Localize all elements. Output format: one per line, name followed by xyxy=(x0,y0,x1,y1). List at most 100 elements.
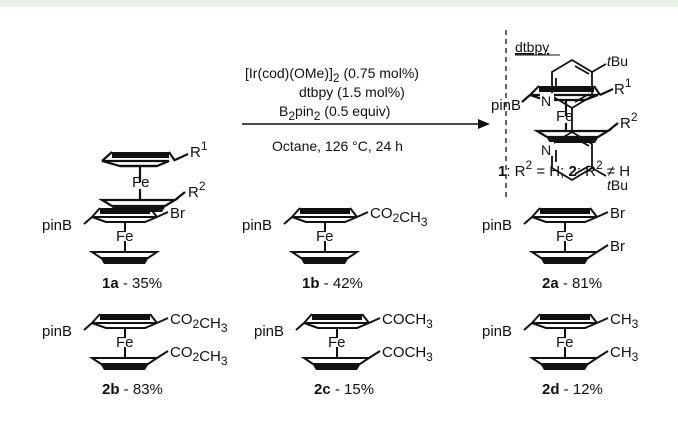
pinb-label: pinB xyxy=(482,217,512,234)
bond-sub-top xyxy=(156,317,169,324)
substituent-top: CH3 xyxy=(610,311,639,331)
dtbpy-structure xyxy=(551,58,607,182)
cp-top-ring xyxy=(531,216,598,223)
cp-top-ring xyxy=(531,322,598,329)
bond-sub-top xyxy=(356,211,369,218)
compound-label: 2d - 12% xyxy=(542,381,603,398)
cp-top-ring xyxy=(91,322,158,329)
substituent-top: Br xyxy=(610,205,625,222)
ligand-n-upper: N xyxy=(541,93,551,109)
condition-catalyst: [Ir(cod)(OMe)]2 (0.75 mol%) xyxy=(245,65,419,85)
cp-bottom-ring xyxy=(88,251,161,259)
cp-top-edge xyxy=(149,313,158,324)
cp-top-edge xyxy=(589,207,598,218)
cp-bottom-ring xyxy=(300,357,373,365)
fe-label: Fe xyxy=(556,334,574,351)
bond-sub-top xyxy=(596,211,609,218)
compound-label: 1b - 42% xyxy=(302,275,363,292)
bond-b xyxy=(83,322,93,331)
ligand-title: dtbpy xyxy=(515,39,549,55)
fe-label: Fe xyxy=(328,334,346,351)
substituent-top: COCH3 xyxy=(382,311,433,331)
cp-bottom-ring xyxy=(88,357,161,365)
ligand-tbu-lower: tBu xyxy=(607,177,628,193)
cp-bottom-fill xyxy=(101,365,148,370)
n-mask-upper xyxy=(540,93,554,107)
substituent-top: CO2CH3 xyxy=(170,311,228,335)
substituent-bottom: CH3 xyxy=(610,344,639,364)
bond-b xyxy=(295,322,305,331)
cp-top-edge xyxy=(91,313,101,324)
substituent-bottom: Br xyxy=(610,238,625,255)
product-r1: R1 xyxy=(614,76,632,98)
substituent-top: Br xyxy=(170,205,185,222)
ligand-n-lower: N xyxy=(541,142,551,158)
cp-top-edge xyxy=(149,207,158,218)
bond-b xyxy=(83,216,93,225)
cp-bottom-ring xyxy=(528,357,601,365)
condition-boron: B2pin2 (0.5 equiv) xyxy=(279,103,390,123)
product-fe: Fe xyxy=(556,108,574,125)
pinb-label: pinB xyxy=(242,217,272,234)
cp-bottom-ring xyxy=(288,251,361,259)
cp-top-edge xyxy=(589,313,598,324)
cp-top-fill xyxy=(540,314,590,320)
cp-top-edge xyxy=(361,313,370,324)
reaction-arrow xyxy=(242,119,490,129)
fe-label: Fe xyxy=(556,228,574,245)
cp-top-fill xyxy=(100,208,150,214)
cp-top-edge xyxy=(349,207,358,218)
reactant-r2: R2 xyxy=(188,179,206,201)
pinb-label: pinB xyxy=(482,323,512,340)
pinb-label: pinB xyxy=(42,217,72,234)
bond-b xyxy=(523,322,533,331)
fe-label: Fe xyxy=(116,334,134,351)
compound-1b: pinB Fe CO2CH3 1b - 42% xyxy=(242,205,428,292)
pinb-label: pinB xyxy=(42,323,72,340)
cp-top-ring xyxy=(291,216,358,223)
bond-sub-bottom xyxy=(596,350,609,359)
compound-label: 2a - 81% xyxy=(542,275,602,292)
cp-top-fill xyxy=(312,314,362,320)
reactant-fe: Fe xyxy=(132,174,150,191)
cp-bottom-fill xyxy=(301,259,348,264)
cp-top-edge xyxy=(303,313,313,324)
reactant-r1: R1 xyxy=(190,139,208,161)
cp-bottom-ring xyxy=(528,251,601,259)
n-mask-lower xyxy=(540,142,554,156)
compound-label: 2b - 83% xyxy=(102,381,163,398)
cp-top-edge xyxy=(91,207,101,218)
cp-top-ring xyxy=(91,216,158,223)
bond-sub-bottom xyxy=(368,350,381,359)
condition-ligand: dtbpy (1.5 mol%) xyxy=(299,84,405,100)
cp-top-fill xyxy=(540,208,590,214)
bond-sub-top xyxy=(368,317,381,324)
cp-top-fill xyxy=(100,314,150,320)
pinb-label: pinB xyxy=(254,323,284,340)
bond-b xyxy=(283,216,293,225)
cp-bottom-fill xyxy=(541,259,588,264)
cp-top-edge xyxy=(291,207,301,218)
ligand-tbu-upper: tBu xyxy=(607,53,628,69)
compound-label: 2c - 15% xyxy=(314,381,374,398)
cp-top-edge xyxy=(531,207,541,218)
top-band xyxy=(0,0,678,7)
bond-sub-top xyxy=(156,211,169,218)
cp-bottom-fill xyxy=(101,259,148,264)
substituent-top: CO2CH3 xyxy=(370,205,428,229)
compound-label: 1a - 35% xyxy=(102,275,162,292)
cp-top-ring xyxy=(303,322,370,329)
fe-label: Fe xyxy=(316,228,334,245)
bond-sub-bottom xyxy=(596,244,609,253)
substituent-bottom: COCH3 xyxy=(382,344,433,364)
cp-bottom-fill xyxy=(313,365,360,370)
bond-b xyxy=(523,216,533,225)
